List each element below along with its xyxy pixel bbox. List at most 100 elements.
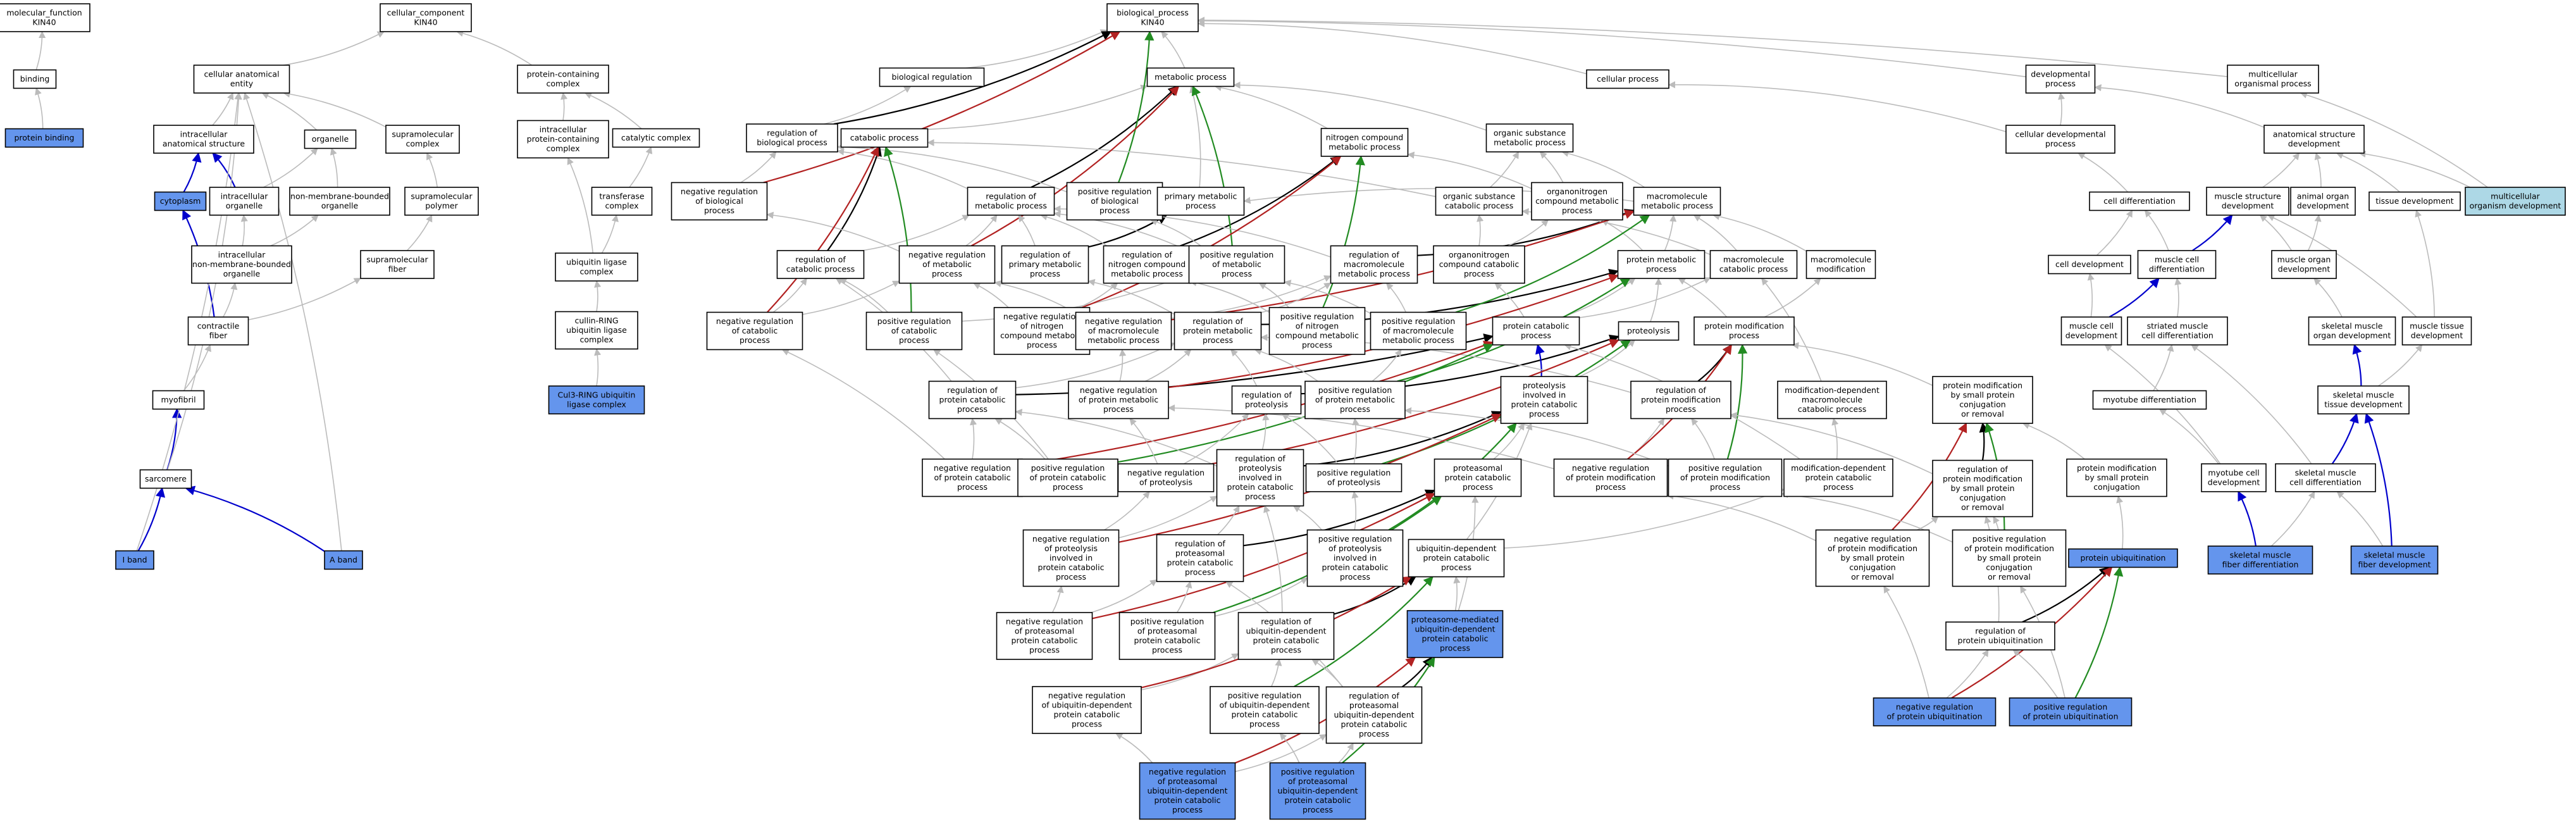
- go-term-node-protbind[interactable]: protein binding: [4, 128, 84, 148]
- go-term-node-bioreg[interactable]: biological regulation: [879, 67, 985, 87]
- go-term-node-binding[interactable]: binding: [13, 69, 57, 89]
- go-term-node-myotubediff[interactable]: myotube differentiation: [2092, 390, 2207, 410]
- go-term-node-pmud[interactable]: proteasome-mediatedubiquitin-dependentpr…: [1406, 610, 1504, 658]
- go-term-node-protubiq[interactable]: protein ubiquitination: [2068, 548, 2178, 568]
- go-term-node-iband[interactable]: I band: [115, 550, 154, 570]
- go-term-node-myofibril[interactable]: myofibril: [152, 390, 205, 410]
- go-term-node-mddcat[interactable]: modification-dependentmacromoleculecatab…: [1777, 380, 1887, 420]
- go-term-node-proteolysis[interactable]: proteolysis: [1618, 321, 1680, 341]
- go-term-node-aband[interactable]: A band: [324, 550, 363, 570]
- go-term-node-catcomplex[interactable]: catalytic complex: [612, 128, 700, 148]
- go-term-node-cytoplasm[interactable]: cytoplasm: [154, 191, 207, 211]
- go-term-node-regproteasubdep[interactable]: regulation ofproteasomalubiquitin-depend…: [1325, 686, 1423, 744]
- go-term-node-metproc[interactable]: metabolic process: [1146, 67, 1235, 87]
- go-term-node-tissuedev[interactable]: tissue development: [2369, 191, 2461, 211]
- go-term-node-celldev[interactable]: cell development: [2048, 254, 2131, 275]
- go-term-node-sarcomere[interactable]: sarcomere: [139, 469, 192, 489]
- go-term-node-cellproc[interactable]: cellular process: [1586, 69, 1669, 89]
- go-term-node-organelle[interactable]: organelle: [304, 129, 357, 149]
- go-term-node-inmbo[interactable]: intracellularnon-membrane-boundedorganel…: [191, 245, 292, 284]
